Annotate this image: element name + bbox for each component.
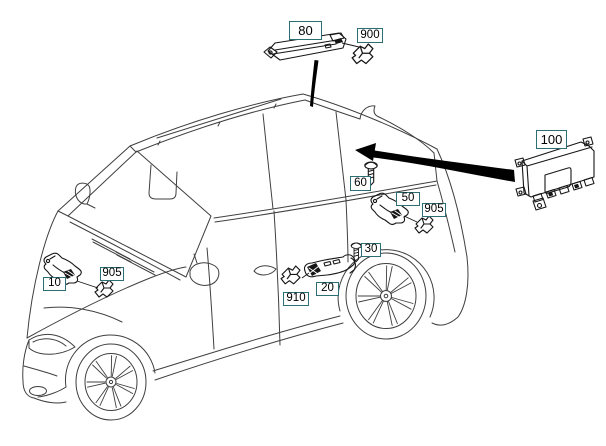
part-80-roof-antenna-amplifier-icon [263, 32, 347, 61]
leader-roof-antenna [310, 60, 319, 107]
leader-lines [76, 42, 418, 289]
part-20-door-handle-module-icon [303, 254, 356, 278]
rearview-mirror-outline [148, 164, 178, 200]
side-mirror [189, 253, 220, 286]
leader-arrows [310, 60, 515, 182]
callout-905-left[interactable]: 905 [100, 267, 124, 281]
part-905-mounting-clip-icon [414, 215, 434, 234]
callout-905-right[interactable]: 905 [422, 203, 446, 217]
roof-fin-antenna [359, 105, 380, 120]
leader-control-unit [369, 150, 515, 182]
callout-100[interactable]: 100 [536, 130, 567, 149]
part-60-screw-icon [364, 161, 378, 186]
part-900-mounting-clip-icon [351, 43, 374, 65]
part-905-left-mounting-clip-icon [94, 279, 114, 298]
headlight [28, 333, 76, 355]
callout-80[interactable]: 80 [289, 21, 322, 40]
front-door-handle [253, 265, 277, 276]
callout-910[interactable]: 910 [283, 292, 309, 306]
callout-10[interactable]: 10 [43, 277, 66, 291]
fog-lamp [29, 386, 47, 396]
part-10-antenna-bracket-icon [43, 252, 82, 286]
car-outline-illustration [22, 93, 469, 421]
callout-20[interactable]: 20 [316, 282, 339, 296]
callout-60[interactable]: 60 [350, 176, 371, 191]
wipers [91, 238, 156, 276]
callout-900[interactable]: 900 [357, 28, 383, 43]
part-50-antenna-bracket-icon [370, 192, 409, 226]
rear-wheel [345, 252, 427, 340]
callout-30[interactable]: 30 [361, 243, 381, 257]
front-wheel [75, 343, 147, 421]
callout-50[interactable]: 50 [396, 192, 420, 206]
arrowhead [355, 143, 376, 161]
part-910-mounting-clip-icon [280, 265, 301, 285]
part-100-control-unit-icon [514, 136, 595, 211]
far-side-mirror [74, 182, 96, 209]
